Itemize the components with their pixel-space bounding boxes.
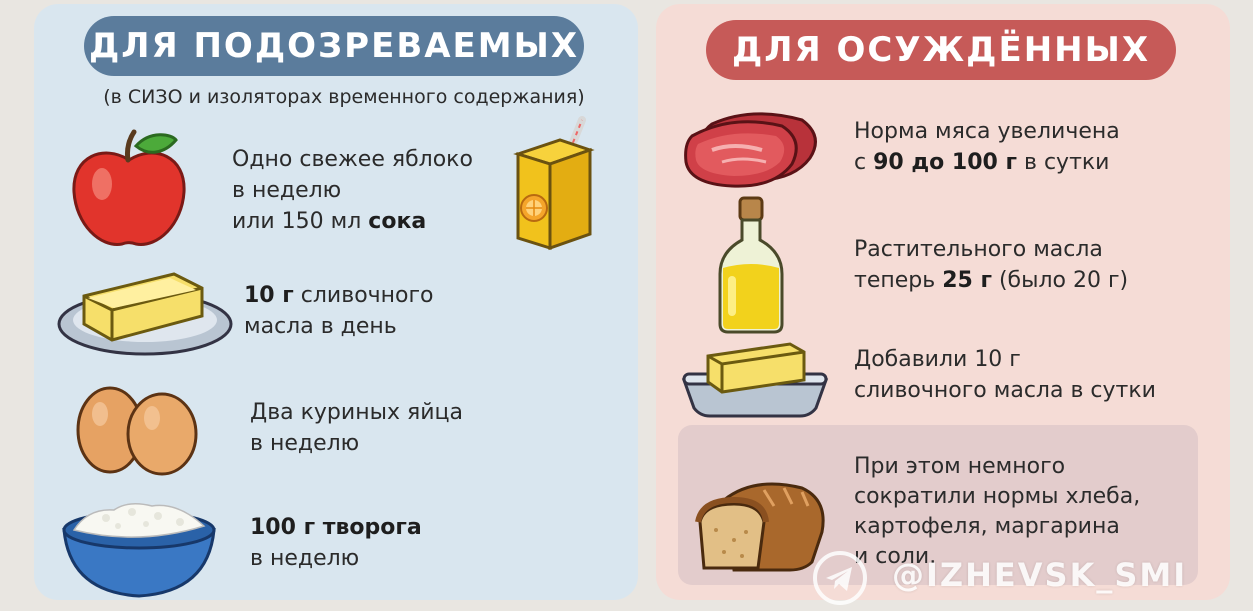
- juice-box-icon: [513, 116, 595, 251]
- convicts-panel: ДЛЯ ОСУЖДЁННЫХ Норма мяса увеличена с 90…: [656, 4, 1230, 600]
- suspects-panel: ДЛЯ ПОДОЗРЕВАЕМЫХ (в СИЗО и изоляторах в…: [34, 4, 638, 600]
- bread-icon: [695, 482, 825, 572]
- meat-text: Норма мяса увеличена с 90 до 100 г в сут…: [854, 119, 1120, 175]
- eggs-icon: [76, 386, 198, 476]
- meat-steak-icon: [684, 112, 817, 188]
- butter-dish-icon: [57, 272, 233, 356]
- butter-dish-icon: [681, 342, 829, 418]
- eggs-text: Два куриных яйца в неделю: [250, 400, 463, 456]
- apple-icon: [72, 129, 186, 246]
- reduced-norms-text: При этом немного сократили нормы хлеба, …: [854, 454, 1141, 569]
- suspects-banner: ДЛЯ ПОДОЗРЕВАЕМЫХ: [84, 16, 584, 76]
- convicts-banner: ДЛЯ ОСУЖДЁННЫХ: [706, 20, 1176, 80]
- suspects-subtitle: (в СИЗО и изоляторах временного содержан…: [103, 86, 585, 108]
- telegram-icon: [813, 551, 867, 605]
- watermark: @IZHEVSK_SMI: [812, 546, 1242, 606]
- butter-convicts-text: Добавили 10 г сливочного масла в сутки: [854, 347, 1156, 403]
- butter-text: 10 г сливочного масла в день: [244, 283, 434, 339]
- watermark-text: @IZHEVSK_SMI: [892, 556, 1188, 594]
- oil-text: Растительного масла теперь 25 г (было 20…: [854, 237, 1129, 293]
- apple-text: Одно свежее яблоко в неделю или 150 мл с…: [232, 147, 473, 234]
- cottage-cheese-text: 100 г творога в неделю: [250, 515, 422, 571]
- cottage-cheese-bowl-icon: [62, 503, 216, 598]
- oil-bottle-icon: [718, 196, 784, 334]
